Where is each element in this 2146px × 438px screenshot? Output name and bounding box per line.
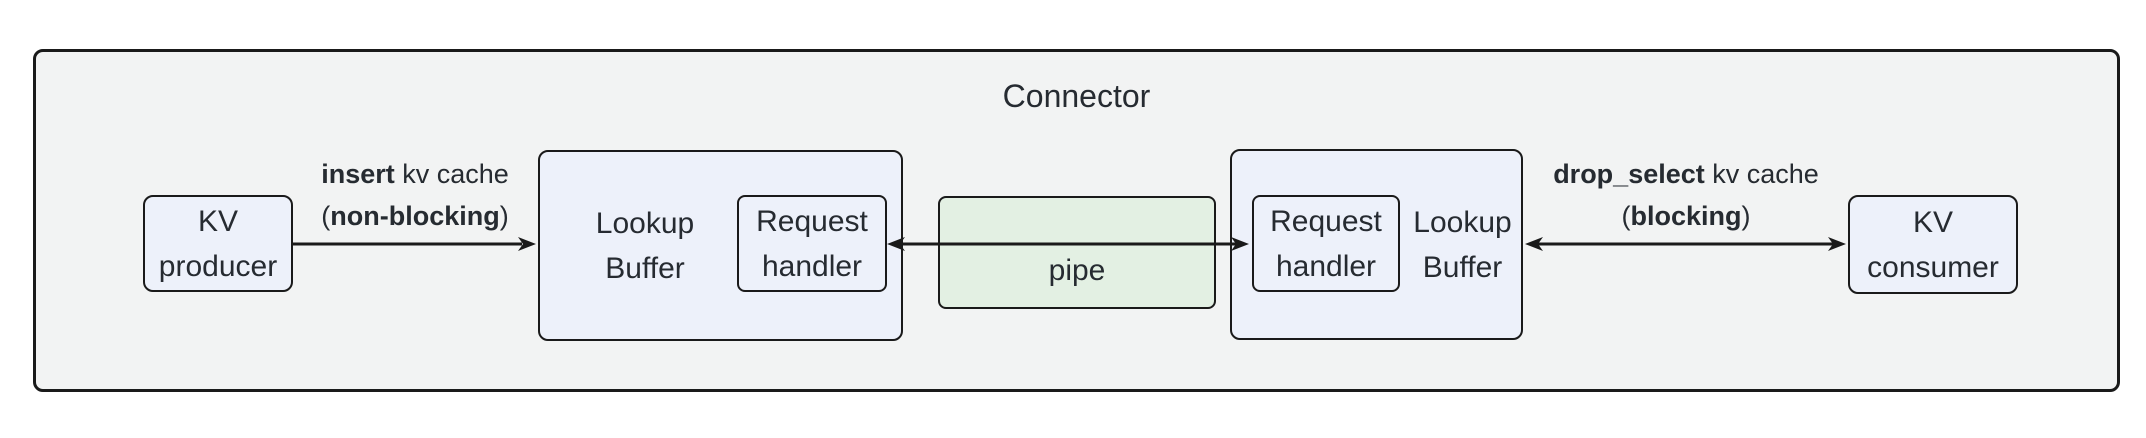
insert-arrow [292, 237, 536, 251]
lookup-buffer-left-line2: Buffer [605, 251, 685, 285]
request-handler-left-line1: Request [756, 204, 868, 238]
kv-producer-label-line2: producer [158, 249, 278, 283]
pipe-label: pipe [1048, 254, 1106, 287]
pipe-arrowhead-left [887, 237, 905, 251]
drop-select-arrow [1525, 237, 1846, 251]
drop-select-bold-text: drop_select [1553, 159, 1705, 189]
drop-select-edge-label-line1: drop_select kv cache [1526, 153, 1846, 195]
lookup-buffer-left-node: Lookup Buffer Request handler [538, 150, 903, 341]
pipe-node: pipe [938, 196, 1216, 309]
drop-select-arrowhead-right [1828, 237, 1846, 251]
pipe-arrowhead-right [1231, 237, 1249, 251]
insert-edge-label-line2: (non-blocking) [321, 201, 509, 231]
drop-select-arrowhead-left [1525, 237, 1543, 251]
lookup-buffer-right-label: Lookup Buffer [1400, 151, 1525, 338]
lookup-buffer-left-label: Lookup Buffer [540, 152, 750, 339]
insert-edge-label: insert kv cache (non-blocking) [255, 153, 575, 237]
diagram-title: Connector [1002, 78, 1151, 114]
lookup-buffer-right-node: Request handler Lookup Buffer [1230, 149, 1523, 340]
kv-producer-node: KV producer [143, 195, 293, 292]
insert-edge-rest-text: kv cache [394, 159, 509, 189]
request-handler-right-line2: handler [1275, 249, 1377, 283]
drop-select-rest-text: kv cache [1704, 159, 1819, 189]
request-handler-right-line1: Request [1270, 204, 1382, 238]
request-handler-left-line2: handler [761, 249, 863, 283]
drop-select-edge-label: drop_select kv cache (blocking) [1526, 153, 1846, 237]
drop-select-edge-label-line2: (blocking) [1621, 201, 1751, 231]
insert-arrowhead [518, 237, 536, 251]
non-blocking-bold-text: non-blocking [330, 201, 500, 231]
kv-producer-label-line1: KV [197, 204, 239, 238]
insert-edge-bold-text: insert [321, 159, 395, 189]
lookup-buffer-left-line1: Lookup [595, 206, 695, 240]
request-handler-left-node: Request handler [737, 195, 887, 292]
insert-edge-label-line1: insert kv cache [255, 153, 575, 195]
blocking-bold-text: blocking [1630, 201, 1742, 231]
kv-consumer-label-line1: KV [1912, 205, 1954, 239]
kv-consumer-label-line2: consumer [1867, 250, 1999, 284]
request-handler-right-node: Request handler [1252, 195, 1400, 292]
pipe-arrow [887, 237, 1249, 251]
lookup-buffer-right-line2: Buffer [1422, 250, 1503, 284]
kv-consumer-node: KV consumer [1848, 195, 2018, 294]
lookup-buffer-right-line1: Lookup [1413, 205, 1512, 239]
